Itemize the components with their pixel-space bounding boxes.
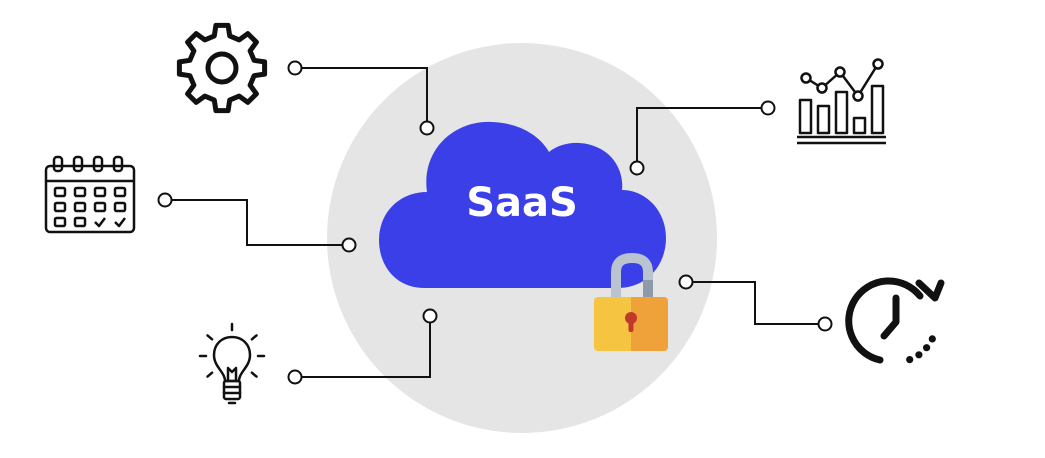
cloud: SaaS: [379, 121, 666, 288]
trend-point: [816, 82, 828, 94]
connectors: [172, 67, 818, 378]
trend-point: [872, 58, 884, 70]
lightbulb-ray: [250, 334, 258, 341]
calendar-cell: [53, 186, 67, 198]
padlock-keyhole-slot: [628, 318, 634, 332]
connector-analytics: [636, 107, 762, 162]
analytics-chart-icon: [797, 58, 886, 145]
analytics-bar: [816, 104, 831, 135]
connector-calendar: [172, 199, 342, 246]
calendar-cell: [53, 216, 67, 228]
calendar-cell: [73, 186, 87, 198]
node-gear-outer: [287, 60, 303, 76]
analytics-bars: [798, 84, 885, 135]
node-clock-outer: [817, 316, 833, 332]
node-calendar-outer: [157, 192, 173, 208]
node-analytics-inner: [629, 160, 645, 176]
calendar-frame: [44, 164, 136, 234]
padlock-body-shade-fix: [631, 297, 639, 351]
calendar-cell: [93, 186, 107, 198]
calendar-check: [94, 217, 106, 228]
calendar-ring: [52, 155, 64, 173]
calendar-ring: [112, 155, 124, 173]
calendar-cell: [113, 201, 127, 213]
lightbulb-ray: [206, 334, 214, 341]
analytics-trend-points: [800, 58, 884, 102]
calendar-rings: [52, 155, 124, 173]
clock-hands: [880, 294, 900, 340]
gear-icon: [176, 22, 268, 114]
cloud-label: SaaS: [466, 180, 578, 226]
calendar-cell: [53, 201, 67, 213]
analytics-bar: [870, 84, 885, 135]
lightbulb-rays: [198, 322, 266, 378]
clock-arrow-head: [915, 279, 945, 302]
calendar-cell: [73, 201, 87, 213]
lightbulb-filament: [226, 366, 238, 383]
connector-nodes: [157, 60, 833, 385]
connector-clock: [692, 281, 818, 325]
calendar-ring: [92, 155, 104, 173]
node-clock-inner: [678, 274, 694, 290]
lightbulb-base: [222, 379, 242, 401]
clock-dotted-arc: [906, 335, 936, 364]
trend-point: [834, 66, 846, 78]
calendar-cell: [73, 216, 87, 228]
clock-dot: [928, 335, 936, 343]
trend-point: [852, 90, 864, 102]
calendar-cell: [93, 201, 107, 213]
padlock-shackle: [611, 252, 653, 305]
clock-dot: [906, 356, 914, 364]
clock-dot: [915, 351, 923, 359]
clock-refresh-icon: [845, 277, 945, 364]
node-analytics-outer: [760, 100, 776, 116]
node-lightbulb-inner: [422, 308, 438, 324]
node-lightbulb-outer: [287, 369, 303, 385]
gear-outline: [176, 22, 268, 114]
padlock-body-shade: [631, 297, 668, 351]
analytics-bar: [798, 98, 813, 135]
calendar-cell: [113, 186, 127, 198]
trend-point: [800, 72, 812, 84]
calendar-cells: [53, 186, 127, 228]
calendar-ring: [72, 155, 84, 173]
clock-arc: [845, 277, 924, 364]
lightbulb-ray: [250, 371, 258, 378]
gear-hole: [205, 51, 239, 85]
analytics-bar: [834, 90, 849, 135]
node-calendar-inner: [341, 237, 357, 253]
cloud-shape: [379, 121, 666, 288]
padlock-icon: [594, 252, 668, 351]
analytics-bar: [852, 116, 867, 135]
connector-lightbulb: [302, 320, 431, 378]
lightbulb-icon: [198, 322, 266, 405]
node-gear-inner: [419, 120, 435, 136]
lightbulb-ray: [206, 371, 214, 378]
clock-dot: [923, 344, 931, 352]
lightbulb-glass: [212, 335, 252, 383]
calendar-check: [114, 217, 126, 228]
calendar-icon: [44, 155, 136, 234]
connector-gear: [302, 67, 428, 128]
